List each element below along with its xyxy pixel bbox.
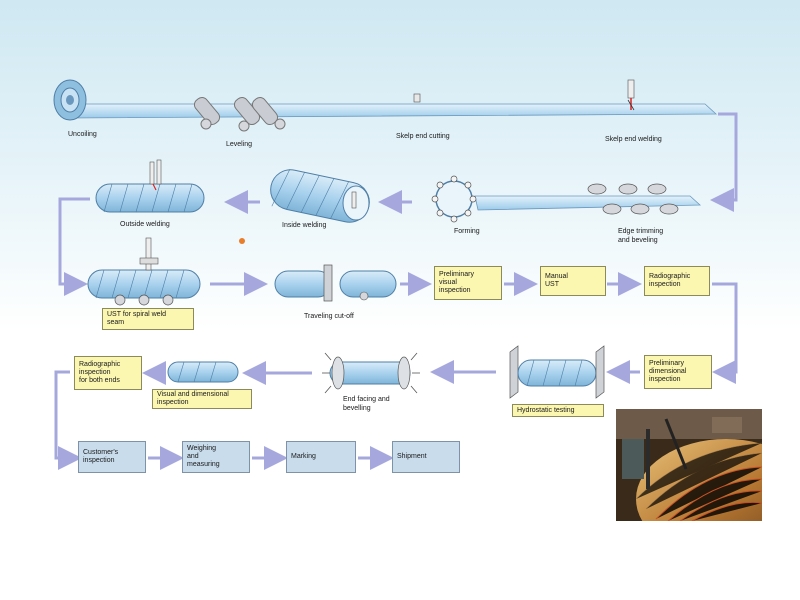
label-inside-welding: Inside welding xyxy=(282,222,326,229)
inside-welding-pipe-icon xyxy=(270,169,370,223)
box-preliminary-visual-text: Preliminary visual inspection xyxy=(439,271,475,294)
orange-dot xyxy=(239,238,245,244)
label-end-facing-line1: End facing and xyxy=(343,396,390,403)
box-radiographic-both-ends: Radiographic inspection for both ends xyxy=(74,356,142,390)
box-radiographic-text: Radiographic inspection xyxy=(649,273,691,288)
label-edge-trimming: Edge trimming and beveling xyxy=(618,228,665,244)
leveling-rollers-icon xyxy=(193,96,286,132)
label-traveling-cutoff: Traveling cut-off xyxy=(304,313,354,320)
pipe-welding-photo-art xyxy=(616,409,762,521)
cutter-icon xyxy=(413,93,421,103)
box-hydrostatic: Hydrostatic testing xyxy=(512,404,604,417)
box-radiographic-both-ends-text: Radiographic inspection for both ends xyxy=(79,361,121,384)
label-leveling: Leveling xyxy=(226,141,252,148)
box-marking-text: Marking xyxy=(291,453,316,460)
box-weighing-measuring-text: Weighing and measuring xyxy=(187,445,220,468)
end-facing-icon xyxy=(322,352,420,394)
box-preliminary-dimensional-text: Preliminary dimensional inspection xyxy=(649,360,687,383)
label-outside-welding: Outside welding xyxy=(120,221,170,228)
label-forming: Forming xyxy=(454,228,480,235)
flow-arrow-row3-row4 xyxy=(712,282,738,384)
welding-torch-icon xyxy=(627,79,635,111)
ust-pipe-icon xyxy=(87,237,201,306)
pipe-welding-photo xyxy=(616,409,762,521)
box-ust-spiral-weld-text: UST for spiral weld seam xyxy=(107,311,167,326)
label-skelp-end-welding: Skelp end welding xyxy=(605,136,662,143)
box-hydrostatic-text: Hydrostatic testing xyxy=(517,406,575,414)
label-skelp-end-cutting: Skelp end cutting xyxy=(396,133,450,140)
label-end-facing: End facing and bevelling xyxy=(343,396,392,412)
traveling-cutoff-icon xyxy=(274,264,397,302)
box-preliminary-visual: Preliminary visual inspection xyxy=(434,266,502,300)
flow-arrow-row2-row3 xyxy=(58,197,90,296)
box-shipment-text: Shipment xyxy=(397,453,427,460)
label-end-facing-line2: bevelling xyxy=(343,405,371,412)
box-marking: Marking xyxy=(286,441,356,473)
label-edge-trimming-line2: and beveling xyxy=(618,237,658,244)
box-ust-spiral-weld: UST for spiral weld seam xyxy=(102,308,194,330)
flow-arrow-row4-row5 xyxy=(54,370,82,470)
box-manual-ust: Manual UST xyxy=(540,266,606,296)
edge-trimming-icon xyxy=(474,183,702,215)
forming-ring-icon xyxy=(431,175,477,223)
box-radiographic: Radiographic inspection xyxy=(644,266,710,296)
label-uncoiling: Uncoiling xyxy=(68,131,97,138)
box-weighing-measuring: Weighing and measuring xyxy=(182,441,250,473)
box-customers-inspection-text: Customer's inspection xyxy=(83,449,119,464)
box-visual-dimensional: Visual and dimensional inspection xyxy=(152,389,252,409)
coil-icon xyxy=(53,79,87,121)
box-preliminary-dimensional: Preliminary dimensional inspection xyxy=(644,355,712,389)
box-visual-dimensional-text: Visual and dimensional inspection xyxy=(157,391,229,406)
box-shipment: Shipment xyxy=(392,441,460,473)
box-customers-inspection: Customer's inspection xyxy=(78,441,146,473)
hydrostatic-test-icon xyxy=(509,345,605,399)
label-edge-trimming-line1: Edge trimming xyxy=(618,228,663,235)
visual-dim-pipe-icon xyxy=(167,361,239,383)
outside-welding-pipe-icon xyxy=(95,159,205,213)
skelp-strip-row1 xyxy=(69,103,718,119)
flow-arrow-row1-row2 xyxy=(710,112,738,212)
box-manual-ust-text: Manual UST xyxy=(545,273,568,288)
